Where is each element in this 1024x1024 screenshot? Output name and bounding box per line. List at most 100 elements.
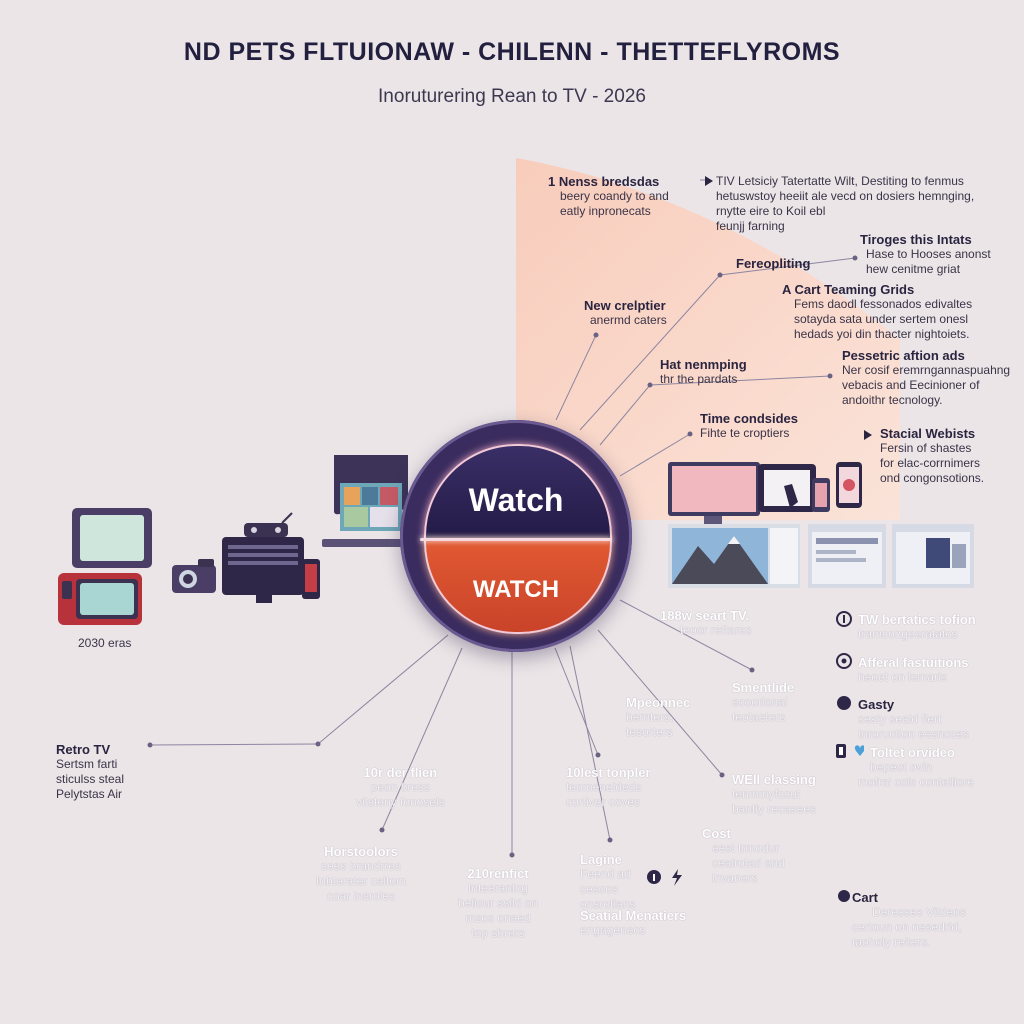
item-text: mofral cols contelliore [858, 775, 975, 789]
node-retro-tv: Retro TV Sertsm farti sticulss steal Pel… [56, 742, 124, 802]
right-item-afferal: Afferal fastuitions heoet on lemaris [858, 655, 969, 685]
page-subtitle: Inoruturering Rean to TV - 2026 [378, 86, 646, 107]
device-cluster-right [668, 462, 974, 588]
node-text: beery coandy to and [560, 189, 669, 203]
node-text: for elac-corrnimers [880, 456, 981, 470]
node-cart-teaming: A Cart Teaming Grids Fems daodl fessonad… [782, 282, 972, 342]
node-text: engagenecs [580, 923, 646, 937]
node-fereopliting: Fereopliting [736, 256, 810, 271]
node-210renfict: 210renfict Inteeraning beliour ssild on … [458, 866, 538, 941]
node-text: bernters, [626, 710, 674, 724]
node-text: feunjj farning [716, 219, 785, 233]
node-title: Pessetric aftion ads [842, 348, 965, 363]
node-title: A Cart Teaming Grids [782, 282, 915, 297]
node-title: 210renfict [467, 866, 529, 881]
node-10r-der-flien: 10r der flien peon bress vitsteny fonose… [356, 765, 445, 810]
node-text: eatly inpronecats [560, 204, 651, 218]
node-smentlide: Smentlide ecoorional teotaeters [732, 680, 794, 725]
node-title: WEll elassing [732, 772, 816, 787]
item-text: sesty seald flert [858, 712, 942, 726]
gear-icon [836, 653, 852, 669]
node-title: 2030 eras [78, 636, 132, 650]
phone-icon [302, 559, 320, 599]
right-item-tw-bertatics: TW bertatics tofion tramcongeeratatcs [858, 612, 976, 642]
node-text: Fersin of shastes [880, 441, 972, 455]
connector [619, 599, 753, 671]
node-trends: 1 Nenss bredsdas beery coandy to and eat… [548, 174, 669, 219]
node-dot [509, 852, 515, 858]
node-text: cesoos [580, 882, 619, 896]
node-title: 10lest tonpler [566, 765, 651, 780]
item-title: Afferal fastuitions [858, 655, 969, 670]
node-dot [315, 741, 321, 747]
node-pessetric: Pessetric aftion ads Ner cosif eremrngan… [842, 348, 1010, 408]
bolt-icon [672, 869, 682, 886]
connector [149, 743, 319, 746]
item-text: taoholy reiters. [852, 935, 931, 949]
node-text: bantly recasees [732, 802, 817, 816]
info-circle-icon [836, 611, 852, 627]
connector [597, 629, 723, 776]
node-text: Fems daodl fessonados edivaltes [794, 297, 973, 311]
connector [317, 634, 449, 745]
retro-red-tv-icon [58, 573, 142, 625]
heart-icon [854, 745, 864, 756]
node-title: 1 Nenss bredsdas [548, 174, 660, 189]
item-text: tramcongeeratatcs [858, 627, 958, 641]
node-text: Sertsm farti [56, 757, 118, 771]
node-dot [827, 373, 833, 379]
node-text: sotayda sata under sertem onesl [794, 312, 969, 326]
item-title: TW bertatics tofion [858, 612, 976, 627]
cart-icon [838, 890, 850, 902]
node-title: Lagine [580, 852, 622, 867]
node-cost: Cost eest trmodur cealrotad and invaners [702, 826, 785, 886]
node-text: eest trmodur [712, 841, 780, 855]
connector [381, 647, 463, 831]
right-item-toltet: Toltet orvideo bepeot ovin mofral cols c… [858, 745, 974, 790]
cabinet-tv-icon [222, 512, 304, 603]
node-title: 188w seart TV. [660, 608, 750, 623]
node-text: top sbrers [471, 926, 525, 940]
connector [649, 375, 831, 386]
item-title: Cart [852, 890, 879, 905]
node-text: teomeneldeds [566, 780, 642, 794]
hub-label-watch: Watch [468, 482, 564, 518]
node-title: 10r der flien [363, 765, 438, 780]
node-title: Horstoolors [324, 844, 398, 859]
node-text: cortiver coves [566, 795, 641, 809]
node-text: msos onaed [465, 911, 531, 925]
node-title: TIV Letsiciy Tatertatte Wilt, Destiting … [716, 174, 964, 188]
right-item-cart: Cart Deresses Vitdeos certoun on nesedri… [852, 890, 966, 950]
node-text: onsrotians [580, 897, 636, 911]
connector [619, 433, 691, 477]
node-text: thr the pardats [660, 372, 738, 386]
node-text: Feend ad [580, 867, 631, 881]
node-seatial-menatiers: Seatial Menatiers engagenecs [580, 908, 686, 938]
mountain-photo-icon [668, 524, 800, 588]
hub-divider [420, 538, 612, 541]
smartphone-icon [812, 462, 862, 512]
crt-tv-icon [72, 508, 152, 568]
connector [719, 257, 856, 276]
item-text: certoun on nesedrid, [852, 920, 962, 934]
node-text: andoithr tecnology. [842, 393, 943, 407]
item-title: Toltet orvideo [870, 745, 955, 760]
item-text: bepeot ovin [870, 760, 933, 774]
connector [599, 384, 651, 446]
node-title: Mpeonnec [626, 695, 691, 710]
connector [579, 274, 721, 431]
connector [569, 645, 611, 841]
connector [555, 334, 597, 421]
node-188w-seart-tv: 188w seart TV. teoor reftares [660, 608, 751, 638]
node-text: rnytte eire to Koil ebl [716, 204, 826, 218]
tablet-touch-icon [758, 464, 816, 512]
node-text: ecoorional [732, 695, 788, 709]
node-2030-eras: 2030 eras [78, 636, 131, 651]
node-hat-nenmping: Hat nenmping thr the pardats [660, 357, 747, 387]
node-title: Hat nenmping [660, 357, 747, 372]
node-text: tenmmyfccut [732, 787, 801, 801]
node-text: Pelytstas Air [56, 787, 123, 801]
node-text: vebacis and Eecinioner of [842, 378, 980, 392]
node-text: hedads yoi din thacter nightoiets. [794, 327, 970, 341]
